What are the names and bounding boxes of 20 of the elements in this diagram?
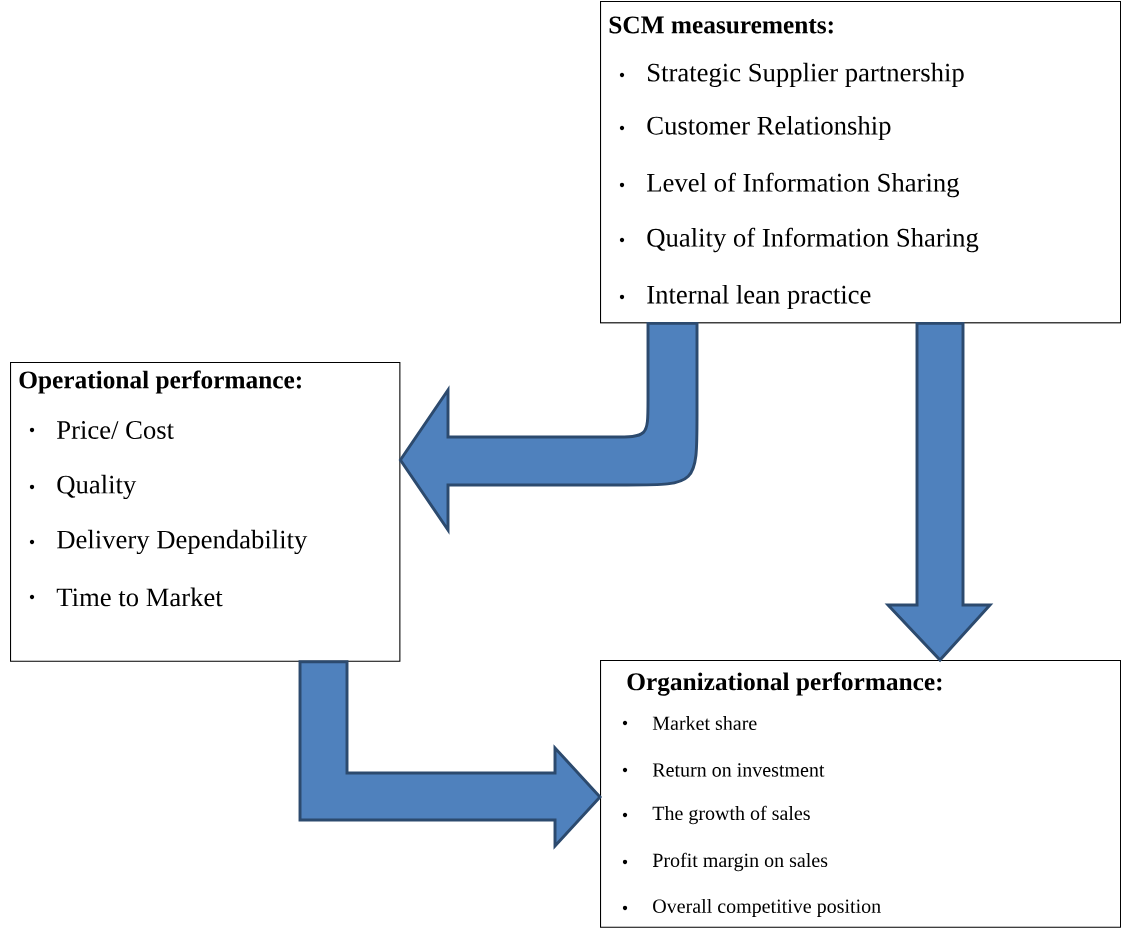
block-arrow <box>298 660 602 850</box>
list-item: Time to Market <box>29 587 223 607</box>
list-item: Price/ Cost <box>29 421 174 439</box>
list-item: Strategic Supplier partnership <box>619 62 964 88</box>
list-item: Customer Relationship <box>619 115 891 141</box>
box-heading: Operational performance: <box>19 370 301 394</box>
list-item: Profit margin on sales <box>622 852 828 872</box>
block-arrow <box>398 321 699 532</box>
list-item: Overall competitive position <box>622 898 881 918</box>
list-item: Delivery Dependability <box>29 529 308 555</box>
list-item: Level of Information Sharing <box>619 172 960 198</box>
list-item: The growth of sales <box>622 805 810 825</box>
list-item: Quality <box>29 474 137 500</box>
list-item: Return on investment <box>622 763 825 777</box>
list-item: Quality of Information Sharing <box>619 227 979 253</box>
list-item: Internal lean practice <box>619 284 871 310</box>
box-heading: Organizational performance: <box>627 672 942 696</box>
box-heading: SCM measurements: <box>609 16 833 34</box>
list-item: Market share <box>622 715 757 731</box>
block-arrow <box>884 321 994 663</box>
